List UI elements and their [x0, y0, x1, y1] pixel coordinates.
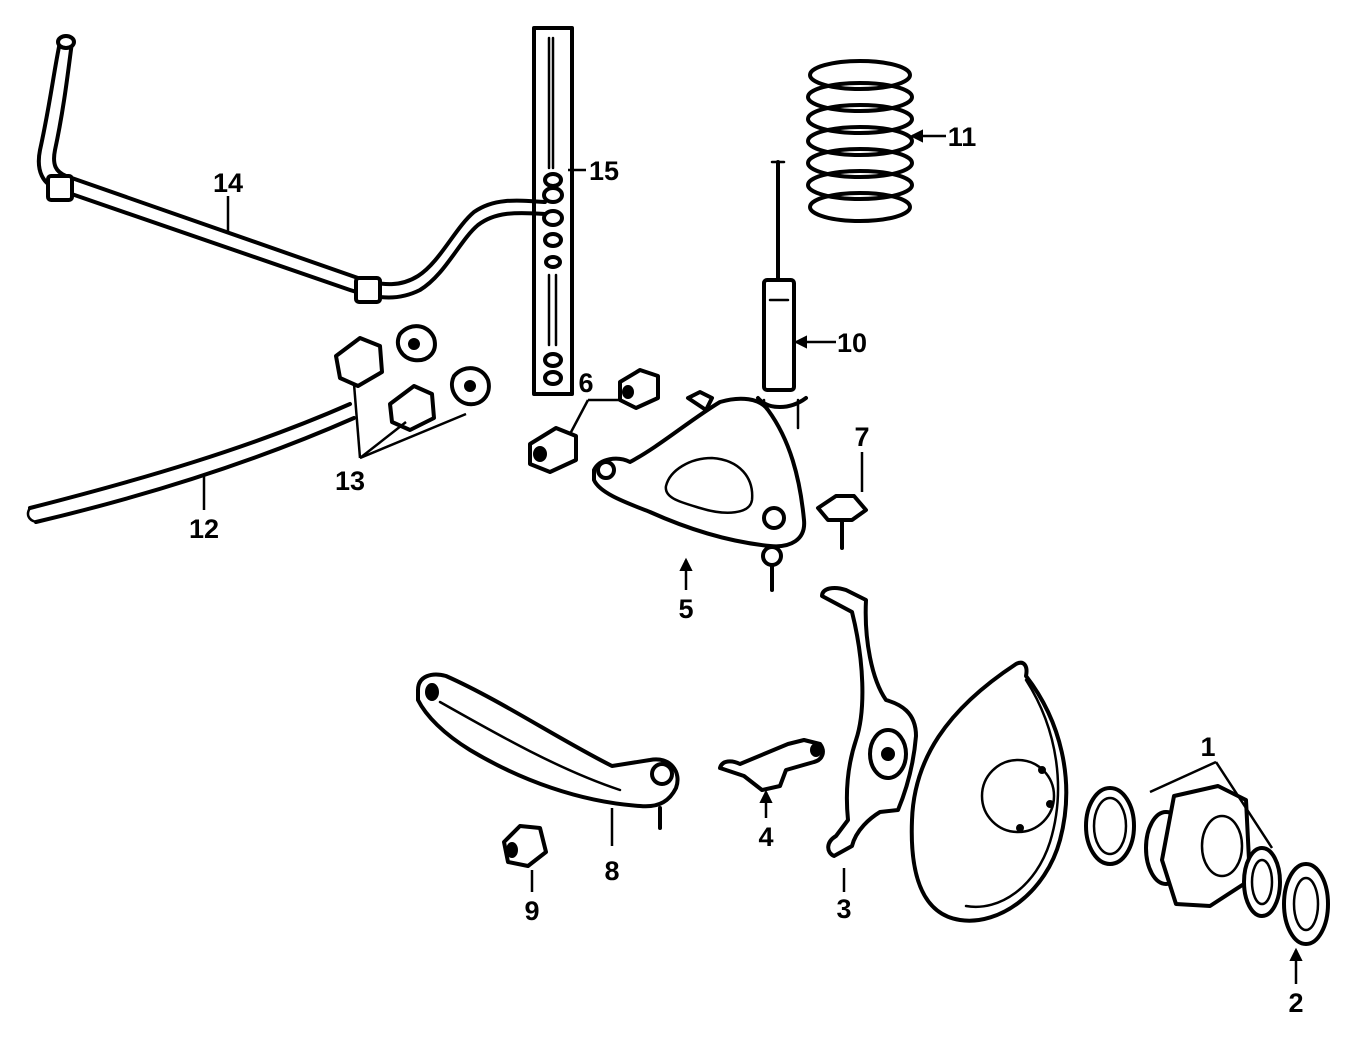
callout-11: 11	[948, 122, 977, 152]
idler-arm	[718, 738, 825, 818]
callout-8: 8	[604, 856, 619, 886]
callout-9: 9	[524, 896, 539, 926]
callout-4: 4	[758, 822, 773, 852]
control-arm-bushings	[334, 324, 491, 460]
callout-12: 12	[189, 514, 219, 544]
shock-absorber	[756, 160, 836, 430]
upper-control-arm	[592, 390, 807, 592]
callout-2: 2	[1288, 988, 1303, 1018]
callout-15: 15	[589, 156, 619, 186]
callout-3: 3	[836, 894, 851, 924]
callout-1: 1	[1200, 732, 1215, 762]
callout-14: 14	[213, 168, 243, 198]
callout-6: 6	[578, 368, 593, 398]
lower-control-arm	[416, 672, 680, 846]
wheel-bearings-hub	[1084, 760, 1282, 918]
callout-7: 7	[854, 422, 869, 452]
upper-arm-bushings	[528, 368, 660, 474]
steering-knuckle	[820, 586, 918, 892]
grease-seal	[1282, 862, 1330, 984]
callout-10: 10	[837, 328, 867, 358]
callout-13: 13	[335, 466, 365, 496]
splash-shield	[909, 660, 1069, 923]
upper-ball-joint	[816, 452, 868, 550]
strut-rod	[26, 402, 356, 524]
stabilizer-bar	[36, 34, 547, 304]
coil-spring	[806, 59, 946, 223]
stabilizer-link-kit	[532, 26, 586, 396]
callout-5: 5	[678, 594, 693, 624]
lower-arm-bushing	[502, 824, 548, 892]
